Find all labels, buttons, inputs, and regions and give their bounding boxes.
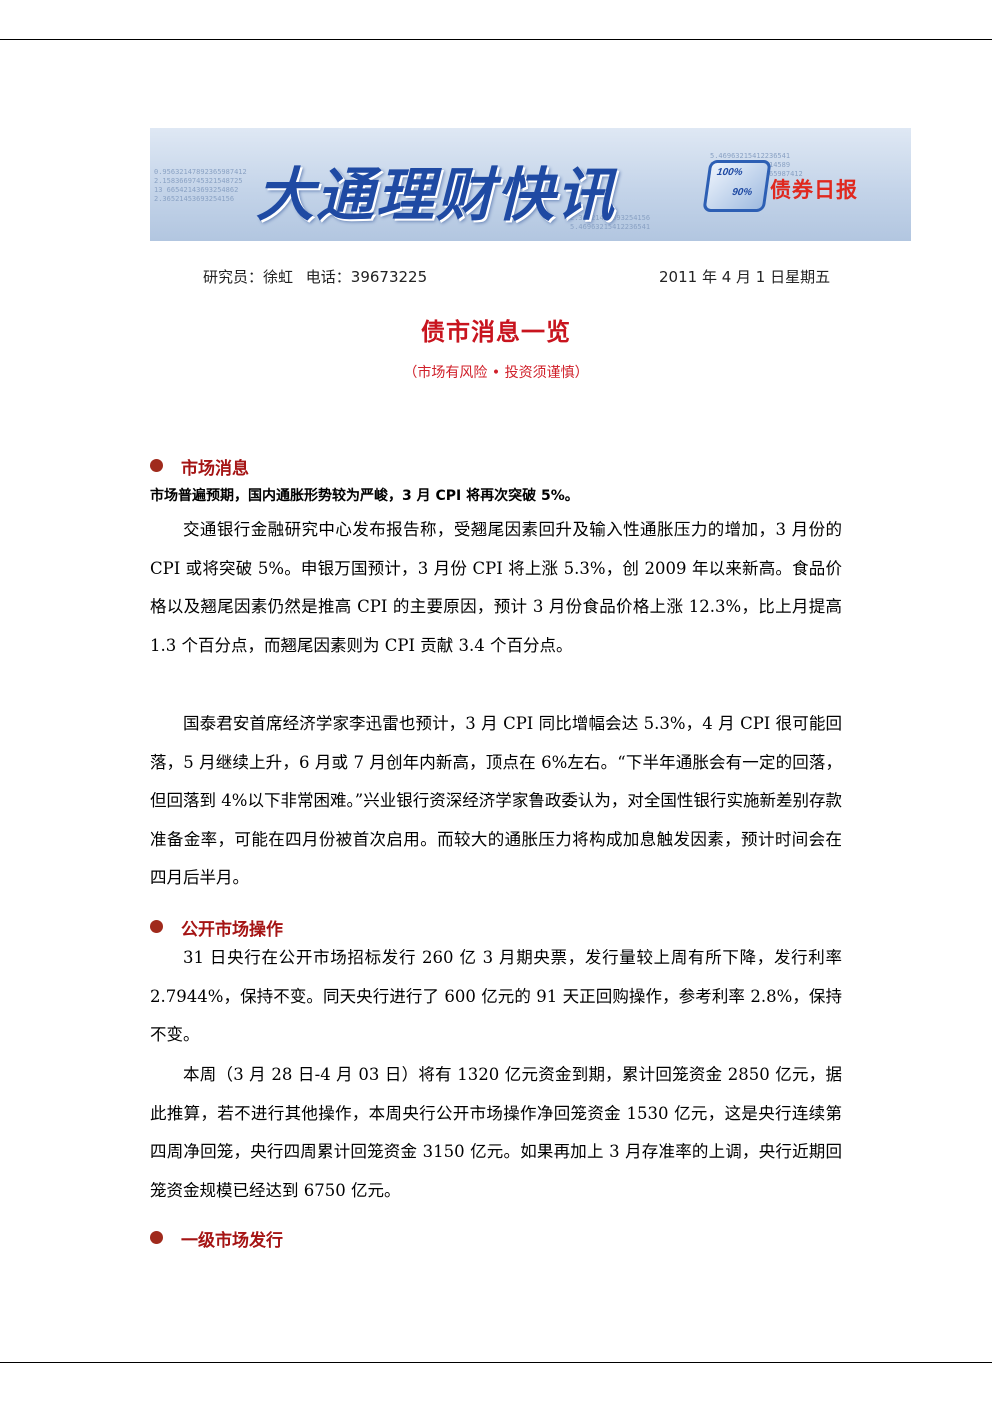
bullet-icon: [150, 1231, 163, 1244]
news-headline: 市场普遍预期，国内通胀形势较为严峻，3 月 CPI 将再次突破 5%。: [150, 488, 579, 504]
paragraph: 31 日央行在公开市场招标发行 260 亿 3 月期央票，发行量较上周有所下降，…: [150, 948, 842, 1045]
bullet-icon: [150, 920, 163, 933]
paragraph: 本周（3 月 28 日-4 月 03 日）将有 1320 亿元资金到期，累计回笼…: [150, 1065, 842, 1200]
banner-title: 大通理财快讯: [256, 161, 617, 229]
paragraph: 交通银行金融研究中心发布报告称，受翘尾因素回升及输入性通胀压力的增加，3 月份的…: [150, 520, 842, 655]
researcher-name: 研究员：徐虹: [203, 268, 294, 286]
percent-badge-icon: 100% 90%: [702, 160, 772, 212]
section-title: 市场消息: [181, 459, 249, 479]
risk-disclaimer: （市场有风险 • 投资须谨慎）: [403, 365, 589, 381]
paragraph: 国泰君安首席经济学家李迅雷也预计，3 月 CPI 同比增幅会达 5.3%，4 月…: [150, 714, 842, 888]
bottom-rule: [0, 1362, 992, 1363]
researcher-info: 研究员：徐虹 电话：39673225: [203, 266, 427, 287]
report-date: 2011 年 4 月 1 日星期五: [659, 268, 831, 286]
bullet-icon: [150, 459, 163, 472]
top-rule: [0, 39, 992, 40]
brand-logo: 债券日报: [770, 179, 858, 202]
page-title: 债市消息一览: [421, 318, 571, 346]
researcher-phone: 电话：39673225: [305, 268, 428, 286]
section-title: 公开市场操作: [181, 920, 283, 940]
section-title: 一级市场发行: [181, 1231, 283, 1251]
